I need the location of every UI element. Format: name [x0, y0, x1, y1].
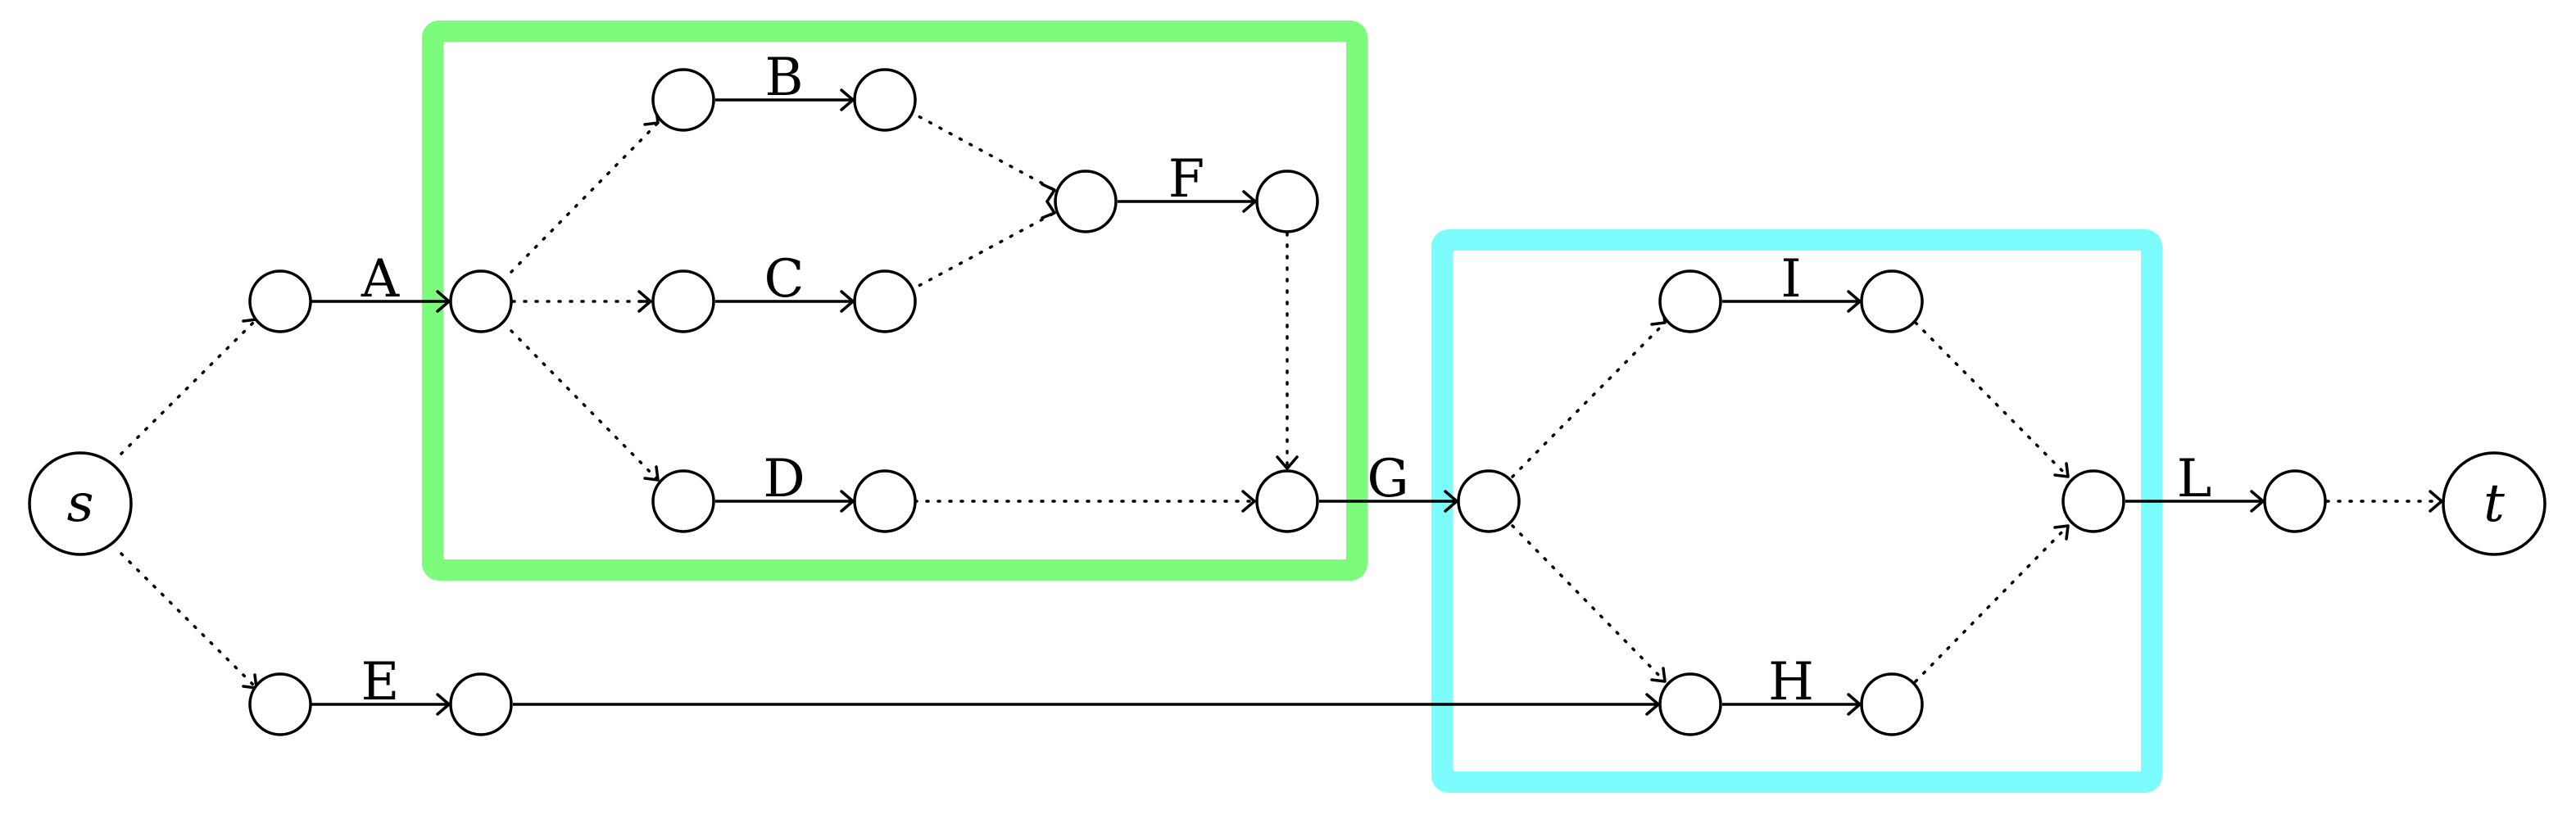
labels: s t A B C D E F G H I L [67, 48, 2506, 713]
arrowhead [840, 490, 855, 513]
activity-d-end-node [853, 469, 917, 533]
sink-label: t [2483, 473, 2505, 534]
arrowhead [1847, 693, 1862, 716]
arrowhead [436, 290, 451, 313]
arrowhead [1645, 693, 1660, 716]
arrowhead [840, 290, 855, 313]
activity-l-start-node [2061, 469, 2125, 533]
activity-e-label: E [361, 652, 400, 713]
activity-a-label: A [361, 249, 400, 310]
arrowhead [840, 88, 855, 111]
activity-b-label: B [764, 48, 803, 108]
activity-a-end-node [449, 269, 513, 333]
activity-c-label: C [764, 249, 805, 310]
arrowhead [1241, 490, 1256, 513]
arrowhead [1041, 183, 1056, 203]
edge-g-end-to-h-start [1511, 524, 1667, 683]
edge-g-end-to-i-start [1511, 321, 1667, 478]
activity-l-label: L [2177, 449, 2212, 509]
edge-s-to-e-start [120, 552, 258, 690]
arrowhead [637, 290, 652, 313]
activity-e-start-node [248, 672, 312, 736]
edge-b-end-to-f-start [908, 110, 1056, 192]
arrowhead [2053, 524, 2070, 541]
activity-b-end-node [853, 68, 917, 132]
activity-e-end-node [449, 672, 513, 736]
activity-f-end-node [1255, 170, 1319, 233]
edge-s-to-a-start [120, 318, 258, 455]
activity-b-start-node [651, 68, 715, 132]
edge-i-end-to-l-start [1914, 321, 2070, 478]
edge-c-end-to-f-start [908, 211, 1056, 292]
activity-h-end-node [1860, 672, 1924, 736]
arrowhead [2429, 490, 2443, 513]
sink-node [2442, 451, 2547, 556]
activity-c-end-node [853, 269, 917, 333]
activity-l-end-node [2263, 469, 2327, 533]
arrowhead [436, 693, 451, 716]
arrowhead [2250, 490, 2265, 513]
event-nodes [28, 68, 2547, 736]
source-node [28, 451, 133, 556]
edge-a-end-to-d-start [510, 329, 660, 482]
activity-g-end-node [1457, 469, 1521, 533]
activity-edges [311, 98, 2263, 706]
activity-i-start-node [1658, 269, 1722, 333]
activity-g-start-node [1255, 469, 1319, 533]
arrowhead [2053, 462, 2070, 478]
arrowhead [1444, 490, 1458, 513]
arrowhead [1847, 290, 1862, 313]
activity-d-start-node [651, 469, 715, 533]
activity-c-start-node [651, 269, 715, 333]
dotted-edges [120, 110, 2443, 690]
edge-a-end-to-b-start [510, 121, 660, 274]
activity-g-label: G [1367, 449, 1408, 509]
arrowhead [1242, 190, 1257, 213]
arrowhead [1041, 200, 1056, 219]
arrowhead [1276, 455, 1299, 470]
cyan-group-box [1431, 229, 2162, 793]
activity-d-label: D [763, 449, 805, 509]
arrowhead [643, 465, 660, 482]
activity-i-label: I [1780, 249, 1801, 310]
activity-h-start-node [1658, 672, 1722, 736]
activity-f-label: F [1168, 149, 1204, 210]
activity-h-label: H [1768, 652, 1814, 713]
arrowheads [242, 88, 2443, 716]
edge-h-end-to-l-start [1914, 524, 2070, 683]
activity-i-end-node [1860, 269, 1924, 333]
activity-f-start-node [1054, 170, 1118, 233]
arrowhead [1650, 667, 1667, 683]
activity-a-start-node [248, 269, 312, 333]
source-label: s [67, 473, 94, 534]
